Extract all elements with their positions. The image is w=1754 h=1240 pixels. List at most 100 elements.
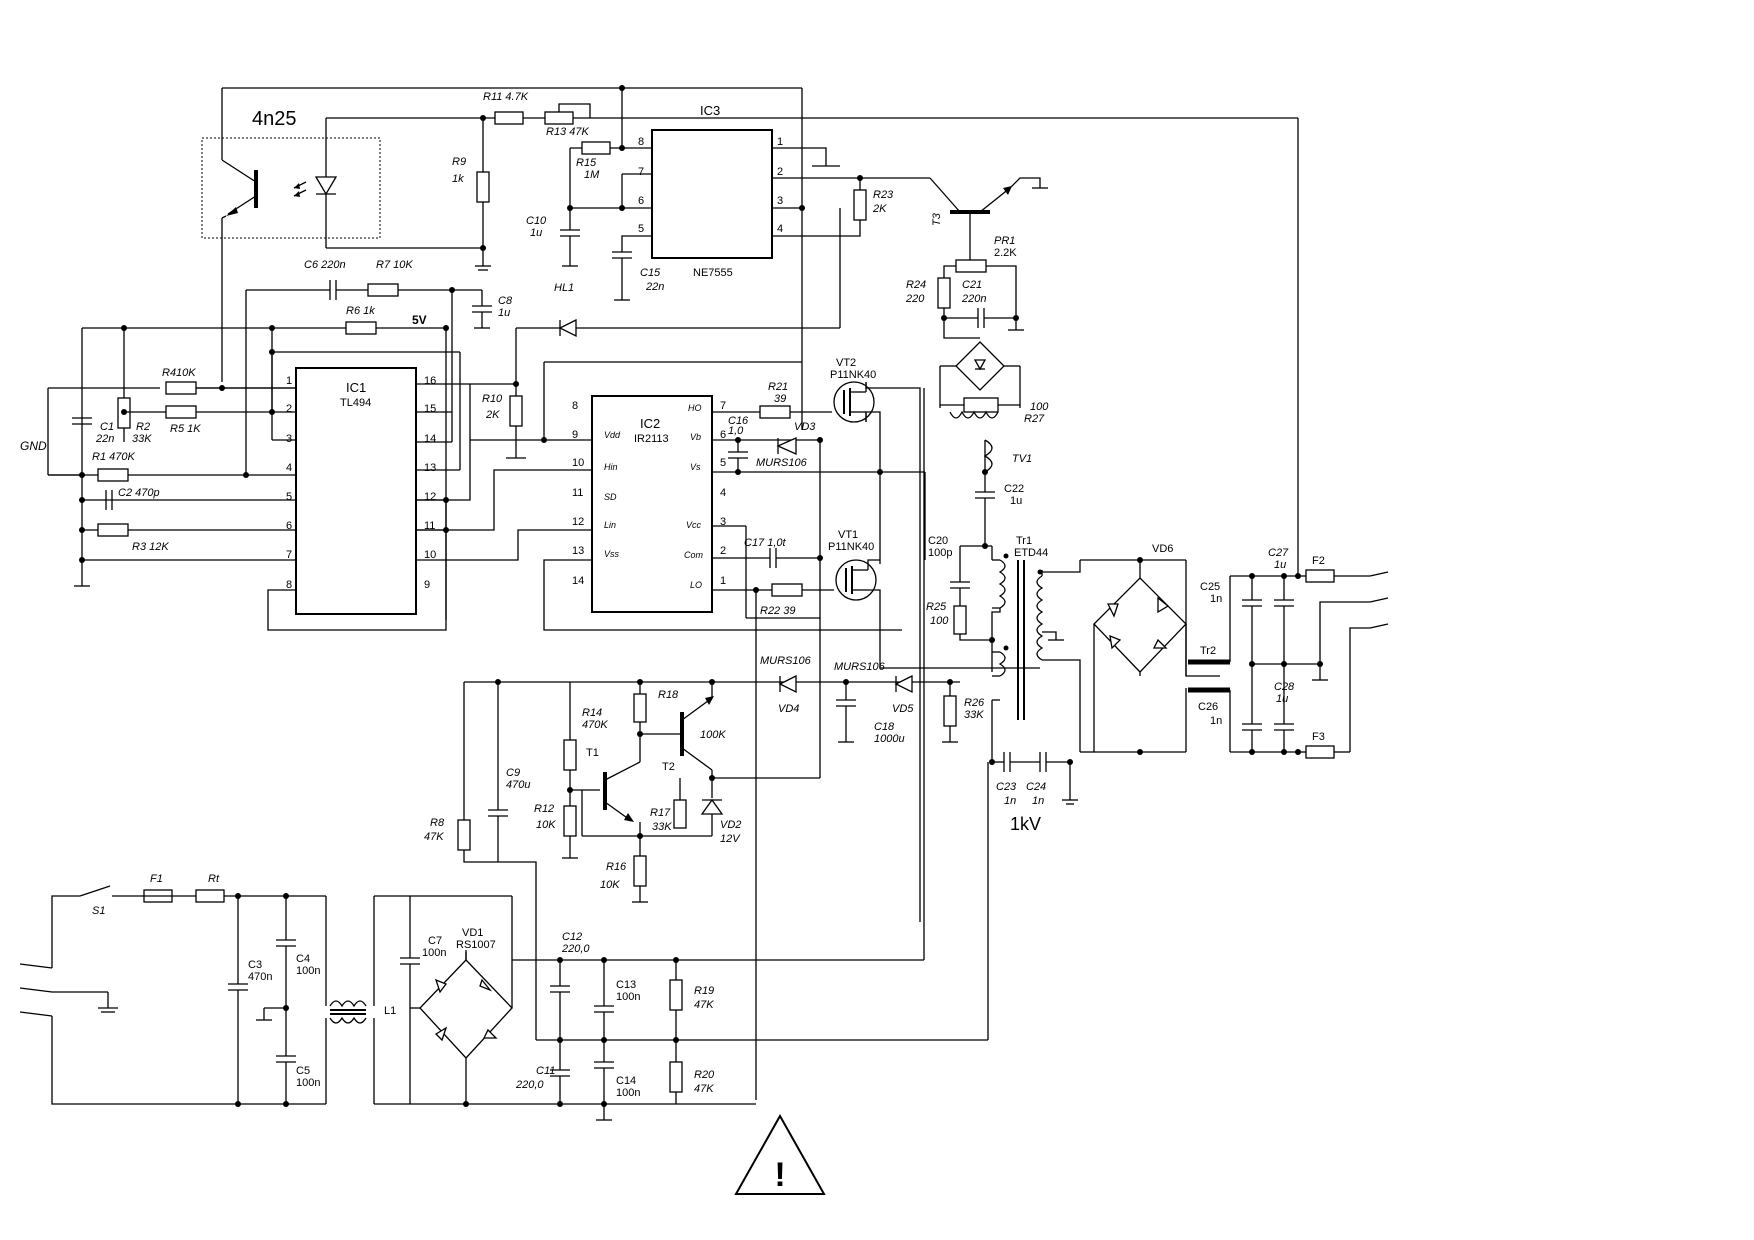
svg-text:R27: R27: [1024, 413, 1045, 425]
r20-resistor: R20 47K: [669, 1040, 715, 1104]
c9-capacitor: C9 470u: [488, 682, 530, 862]
svg-text:220: 220: [905, 293, 925, 305]
svg-text:33K: 33K: [132, 433, 152, 445]
svg-text:6: 6: [638, 195, 644, 207]
svg-text:47K: 47K: [694, 1083, 714, 1095]
svg-text:220,0: 220,0: [561, 943, 590, 955]
svg-text:VD5: VD5: [892, 703, 914, 715]
svg-text:VD2: VD2: [720, 819, 741, 831]
svg-text:VD6: VD6: [1152, 543, 1173, 555]
svg-text:1M: 1M: [584, 169, 600, 181]
c12-capacitor: C12 220,0: [550, 931, 590, 1040]
c2-capacitor: C2 470p: [105, 487, 160, 510]
svg-text:GND: GND: [20, 439, 47, 453]
svg-text:R12: R12: [534, 803, 554, 815]
svg-text:F3: F3: [1312, 731, 1325, 743]
svg-text:2: 2: [777, 166, 783, 178]
svg-text:100n: 100n: [616, 991, 640, 1003]
svg-text:R18: R18: [658, 689, 679, 701]
svg-text:C6 220n: C6 220n: [304, 259, 346, 271]
c14-capacitor: C14 100n: [594, 1040, 640, 1121]
tr1-transformer: Tr1 ETD44: [991, 535, 1048, 720]
svg-text:LO: LO: [690, 580, 702, 590]
svg-text:220n: 220n: [961, 293, 986, 305]
ic3-ne7555: IC3 NE7555 8 7 6 5 1 2 3 4: [638, 103, 783, 279]
svg-text:100n: 100n: [296, 965, 320, 977]
svg-text:T1: T1: [586, 747, 599, 759]
svg-text:IC3: IC3: [700, 103, 720, 118]
optocoupler-4n25: 4n25: [201, 88, 381, 382]
vd3-diode: VD3 MURS106: [756, 421, 816, 469]
svg-text:MURS106: MURS106: [834, 661, 886, 673]
c22-capacitor: C22 1u: [975, 472, 1024, 546]
svg-text:C4: C4: [296, 953, 310, 965]
r2-resistor: R2 33K: [117, 397, 152, 445]
c24-capacitor: C24 1n: [1026, 752, 1070, 807]
svg-text:NE7555: NE7555: [693, 267, 733, 279]
svg-text:3: 3: [720, 516, 726, 528]
junction-dots: [79, 85, 1323, 1107]
svg-text:C23: C23: [996, 781, 1017, 793]
svg-text:4: 4: [777, 223, 783, 235]
c4-capacitor: C4 100n: [276, 896, 320, 1056]
svg-text:Vb: Vb: [690, 432, 701, 442]
svg-text:Vs: Vs: [690, 462, 701, 472]
c21-capacitor: C21 220n: [961, 279, 1016, 328]
svg-text:2K: 2K: [485, 409, 500, 421]
c8-capacitor: C8 1u: [472, 290, 513, 329]
c23-capacitor: C23 1n: [992, 752, 1040, 807]
svg-text:10K: 10K: [536, 819, 556, 831]
svg-text:VD4: VD4: [778, 703, 799, 715]
r19-resistor: R19 47K: [669, 960, 714, 1040]
ic1-tl494: IC1 TL494 1 2 3 4 5 6 7 8 16 15 14 13 12…: [286, 367, 436, 615]
c3-capacitor: C3 470n: [228, 896, 272, 1104]
svg-text:C12: C12: [562, 931, 582, 943]
svg-text:6: 6: [720, 429, 726, 441]
svg-text:1: 1: [286, 375, 292, 387]
svg-text:13: 13: [572, 545, 584, 557]
svg-text:HL1: HL1: [554, 282, 574, 294]
r21-resistor: R21 39: [759, 381, 791, 419]
svg-text:SD: SD: [604, 492, 617, 502]
svg-text:C18: C18: [874, 721, 895, 733]
svg-text:VT1: VT1: [838, 529, 858, 541]
svg-text:C15: C15: [640, 267, 661, 279]
svg-text:2K: 2K: [872, 203, 887, 215]
svg-text:R2: R2: [136, 421, 150, 433]
svg-text:9: 9: [424, 579, 430, 591]
svg-text:1u: 1u: [1276, 693, 1288, 705]
c1-capacitor: C1 22n: [72, 417, 114, 445]
svg-text:R410K: R410K: [162, 367, 196, 379]
ground-symbol: [475, 248, 491, 271]
svg-text:MURS106: MURS106: [756, 457, 808, 469]
svg-text:R26: R26: [964, 697, 985, 709]
svg-text:!: !: [774, 1156, 785, 1194]
c15-capacitor: C15 22n: [612, 235, 664, 301]
vd4-diode: MURS106 VD4: [760, 655, 812, 715]
svg-text:Tr2: Tr2: [1200, 645, 1216, 657]
svg-text:100: 100: [930, 615, 949, 627]
c5-capacitor: C5 100n: [276, 1055, 320, 1104]
svg-text:22n: 22n: [645, 281, 664, 293]
svg-text:11: 11: [424, 520, 435, 532]
svg-text:R3 12K: R3 12K: [132, 541, 169, 553]
svg-text:R19: R19: [694, 985, 714, 997]
svg-text:T3: T3: [931, 212, 943, 226]
c20-capacitor: C20 100p: [928, 535, 970, 606]
svg-text:T2: T2: [662, 761, 675, 773]
svg-text:Hin: Hin: [604, 462, 618, 472]
r25-resistor: R25 100: [926, 601, 992, 641]
svg-text:33K: 33K: [964, 709, 984, 721]
svg-text:5V: 5V: [412, 313, 427, 327]
vd2-zener: VD2 12V: [680, 778, 741, 845]
c13-capacitor: C13 100n: [594, 960, 640, 1040]
svg-text:13: 13: [424, 462, 436, 474]
c17-capacitor: C17 1,0t: [744, 537, 787, 568]
svg-text:C20: C20: [928, 535, 948, 547]
svg-text:R14: R14: [582, 707, 602, 719]
tr2-choke: Tr2: [1188, 645, 1230, 693]
svg-text:R11 4.7K: R11 4.7K: [483, 91, 529, 103]
svg-text:VD3: VD3: [794, 421, 816, 433]
svg-text:1u: 1u: [530, 227, 542, 239]
